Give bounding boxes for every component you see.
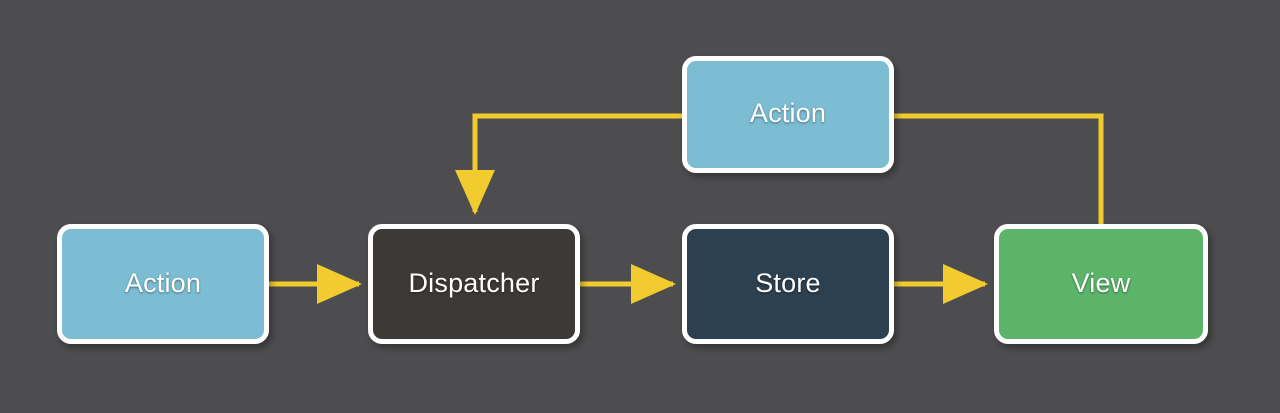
node-dispatcher-label: Dispatcher bbox=[408, 267, 540, 298]
node-store[interactable]: Store bbox=[682, 224, 894, 344]
node-action-top-label: Action bbox=[749, 98, 827, 128]
node-view[interactable]: View bbox=[994, 224, 1208, 344]
edge-view-to-action-top bbox=[894, 113, 1104, 224]
node-action-top[interactable]: Action bbox=[682, 56, 894, 173]
node-action-left[interactable]: Action bbox=[57, 224, 269, 344]
node-store-label: Store bbox=[755, 267, 821, 298]
node-view-label: View bbox=[1071, 267, 1131, 298]
edge-action-top-to-dispatcher bbox=[455, 113, 682, 216]
node-dispatcher[interactable]: Dispatcher bbox=[368, 224, 580, 344]
node-action-left-label: Action bbox=[124, 267, 202, 298]
